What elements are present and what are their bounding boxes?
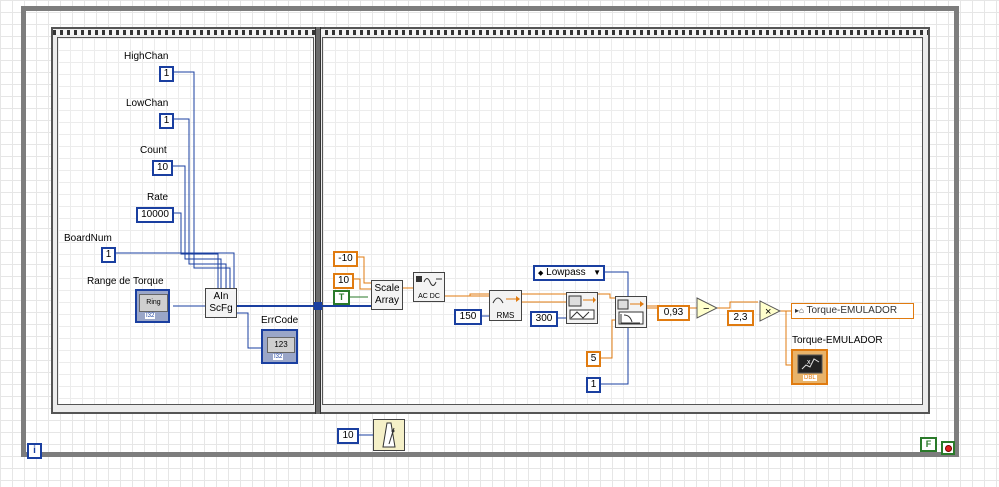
highchan-label: HighChan: [124, 51, 169, 62]
wire-main-signal: [445, 293, 615, 299]
wire-type: [598, 326, 629, 385]
lowpass-arrows-icon: ◆: [538, 270, 544, 277]
wire-lowchan: [173, 118, 227, 290]
minus-symbol: −: [703, 303, 709, 315]
lowpass-filter-node[interactable]: [615, 296, 647, 328]
house-icon: ▸⌂: [795, 306, 804, 315]
rms-node[interactable]: RMS: [489, 290, 522, 321]
stop-icon: [945, 445, 952, 452]
rate-label: Rate: [147, 192, 169, 203]
ain-label-1: AIn: [213, 291, 229, 302]
range-torque-label: Range de Torque: [87, 276, 164, 287]
ac-dc-label: AC DC: [418, 293, 440, 300]
rms-icon: [492, 296, 520, 304]
lowpass-value: Lowpass: [546, 267, 586, 278]
subtract-node[interactable]: −: [696, 297, 718, 319]
wire-highchan: [173, 71, 231, 290]
times-symbol: ×: [765, 306, 771, 318]
multiply-node[interactable]: ×: [759, 300, 781, 322]
lowchan-constant[interactable]: 1: [159, 113, 174, 129]
type-constant[interactable]: 1: [586, 377, 601, 393]
order-constant[interactable]: 5: [586, 351, 601, 367]
ain-label-2: ScFg: [209, 303, 233, 314]
stop-false-constant[interactable]: F: [920, 437, 937, 452]
filter-icon: [568, 295, 596, 320]
wait-ms-node[interactable]: [373, 419, 405, 451]
lowchan-label: LowChan: [126, 98, 169, 109]
wire-rate: [173, 212, 219, 290]
lowpass-filter-icon: [617, 299, 644, 325]
frame-separator: [315, 27, 321, 414]
wait-constant[interactable]: 10: [337, 428, 359, 444]
scale-label-2: Array: [375, 295, 399, 306]
tunnel: [314, 302, 322, 310]
scale-array-node[interactable]: Scale Array: [371, 280, 403, 310]
ac-dc-icon: [416, 276, 442, 286]
torque-emulador-label: Torque-EMULADOR: [792, 335, 883, 346]
count-label: Count: [140, 145, 167, 156]
while-loop: [21, 6, 959, 457]
wire-lowpass: [600, 271, 629, 297]
iteration-terminal: i: [27, 443, 42, 459]
ring-face: Ring: [139, 294, 168, 312]
stop-condition-terminal[interactable]: [941, 441, 955, 455]
scale-label-1: Scale: [374, 283, 400, 294]
ac-dc-node[interactable]: AC DC: [413, 272, 445, 302]
boardnum-constant[interactable]: 1: [101, 247, 116, 263]
chart-type-label: DBL: [803, 375, 817, 381]
errcode-type-label: I32: [273, 354, 284, 360]
lowpass-ring[interactable]: ◆ Lowpass ▼: [533, 265, 605, 281]
svg-text:x: x: [807, 359, 811, 366]
torque-chart-terminal[interactable]: x DBL: [791, 349, 828, 385]
wire-scale-max: [351, 278, 371, 290]
wire-scale-min: [355, 256, 371, 284]
subtract-constant[interactable]: 0,93: [657, 305, 690, 321]
highchan-constant[interactable]: 1: [159, 66, 174, 82]
chevron-down-icon[interactable]: ▼: [593, 268, 601, 277]
chart-icon: x: [797, 354, 823, 374]
ain-scfg-node[interactable]: AIn ScFg: [205, 288, 237, 318]
wire-order: [598, 319, 615, 359]
rms-label: RMS: [496, 311, 515, 320]
wire-count: [171, 165, 222, 290]
range-torque-ring-control[interactable]: Ring I32: [135, 289, 170, 323]
errcode-face: 123: [267, 337, 295, 353]
scale-min-constant[interactable]: -10: [333, 251, 358, 267]
ring-type-label: I32: [145, 313, 156, 319]
filter-node-1[interactable]: [566, 292, 598, 324]
boolean-true-constant[interactable]: T: [333, 290, 350, 305]
scale-max-constant[interactable]: 10: [333, 273, 354, 289]
sequence-frame-2-body: [322, 37, 923, 405]
errcode-label: ErrCode: [261, 315, 299, 326]
metronome-icon: [382, 422, 396, 448]
wire-err: [236, 312, 263, 349]
local-variable-torque[interactable]: ▸⌂ Torque-EMULADOR: [791, 303, 914, 319]
wire-mul-chart: [785, 311, 792, 366]
multiply-constant[interactable]: 2,3: [727, 310, 754, 326]
filter-constant[interactable]: 300: [530, 311, 558, 327]
errcode-indicator[interactable]: 123 I32: [261, 329, 298, 364]
wire-boardnum: [114, 252, 235, 290]
boardnum-label: BoardNum: [64, 233, 112, 244]
count-constant[interactable]: 10: [152, 160, 173, 176]
rate-constant[interactable]: 10000: [136, 207, 174, 223]
rms-constant[interactable]: 150: [454, 309, 482, 325]
wire-sub-mul: [717, 301, 758, 309]
local-variable-text: Torque-EMULADOR: [806, 305, 898, 316]
